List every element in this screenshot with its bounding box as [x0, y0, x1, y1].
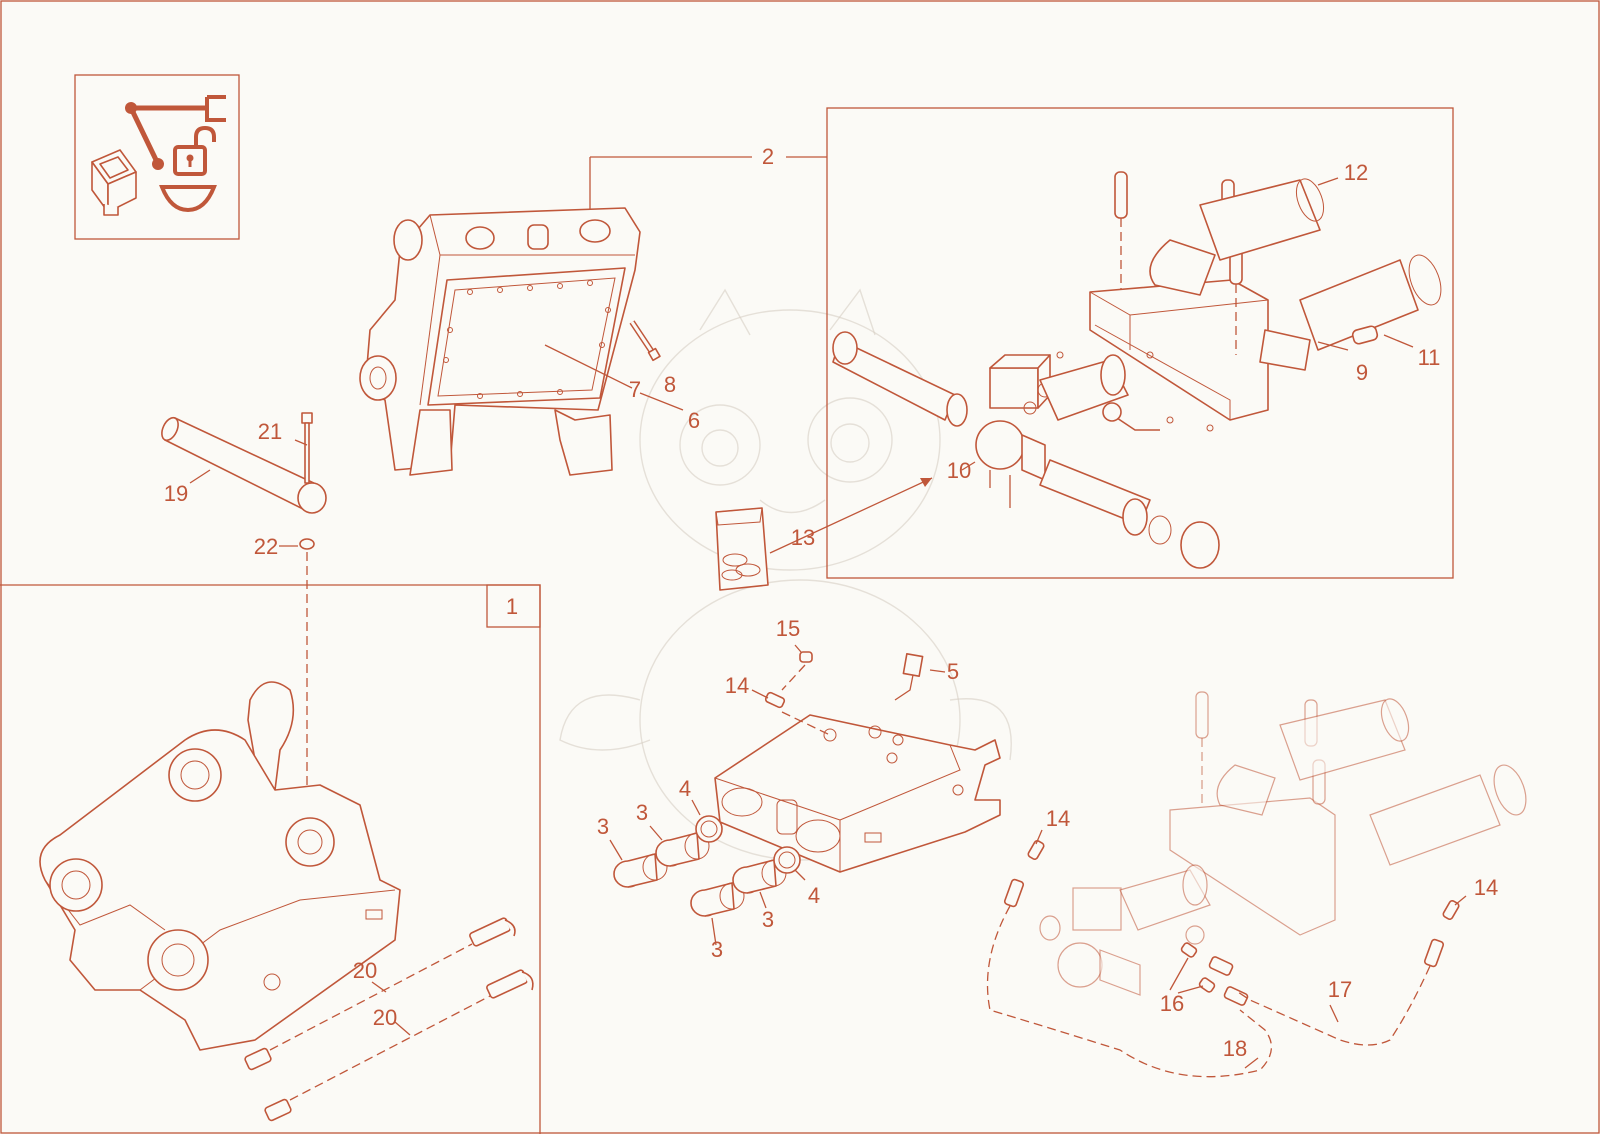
- callout-17: 17: [1328, 977, 1352, 1002]
- leader-3d: [759, 891, 767, 909]
- fitting-axis-14a: [781, 664, 806, 691]
- fitting-parts-16: [1180, 942, 1249, 1006]
- leader-10: [961, 461, 976, 471]
- leader-14b: [1035, 829, 1043, 845]
- hose-part-20-a: [244, 917, 516, 1071]
- nut-part-22: [299, 538, 315, 550]
- leader-16a: [1169, 957, 1189, 991]
- callout-11: 11: [1418, 345, 1441, 370]
- leader-9: [1317, 341, 1349, 351]
- leader-3c: [711, 917, 717, 946]
- assembly-1-tag: [486, 584, 541, 628]
- leader-14a: [751, 689, 769, 699]
- callout-3b: 3: [636, 800, 648, 825]
- leader-16b: [1177, 985, 1204, 994]
- callout-20b: 20: [373, 1005, 397, 1030]
- hydraulic-assembly-faded: [1039, 691, 1527, 996]
- bolt-part-21: [301, 412, 313, 484]
- callout-19: 19: [164, 481, 188, 506]
- leader-13-arrow: [769, 477, 933, 554]
- callout-2: 2: [762, 144, 774, 169]
- leader-3a: [609, 839, 623, 861]
- leader-7: [544, 344, 633, 389]
- leader-11: [1383, 334, 1414, 348]
- fitting-part-14-a: [764, 691, 786, 709]
- callout-7: 7: [629, 377, 641, 402]
- seal-kit-bag-part-13: [715, 507, 769, 591]
- assembly-1-label: 1: [506, 594, 518, 619]
- leader-18: [1244, 1057, 1259, 1069]
- leader-4b: [794, 869, 806, 881]
- icon-panel-frame: [74, 74, 240, 240]
- leader-6: [639, 392, 684, 411]
- callout-20a: 20: [353, 958, 377, 983]
- callout-18: 18: [1223, 1036, 1247, 1061]
- fitting-part-14-c: [1423, 900, 1460, 968]
- fitting-axis-14a-2: [781, 711, 831, 736]
- hydraulic-lock-assembly: [832, 171, 1442, 569]
- leader-15: [794, 644, 802, 653]
- bushing-parts: [613, 815, 801, 917]
- leader-5: [929, 669, 946, 673]
- leader-3b: [649, 825, 663, 841]
- hose-part-20-b: [264, 969, 534, 1122]
- cap-part-15: [799, 651, 813, 663]
- bracket-assembly-part: [39, 681, 401, 1051]
- body-block-part: [714, 714, 1001, 873]
- leader-21: [294, 439, 308, 446]
- callout-10: 10: [947, 458, 971, 483]
- pin-part-19: [161, 416, 327, 514]
- arrow-head-13: [920, 478, 932, 487]
- callout-22: 22: [254, 534, 278, 559]
- callout-4a: 4: [679, 776, 691, 801]
- callout-9: 9: [1356, 360, 1368, 385]
- icon-panel: [74, 74, 240, 240]
- hose-line-17: [1234, 965, 1431, 1046]
- callout-4b: 4: [808, 883, 820, 908]
- callout-6: 6: [688, 408, 700, 433]
- callout-5: 5: [947, 659, 959, 684]
- callout-14c: 14: [1474, 875, 1498, 900]
- leader-19: [189, 469, 211, 484]
- callout-3a: 3: [597, 814, 609, 839]
- callout-15: 15: [776, 616, 800, 641]
- coupler-frame-part: [359, 207, 641, 476]
- sensor-part-5: [894, 652, 924, 701]
- fitting-part-14-b: [1003, 840, 1045, 908]
- leader-17: [1329, 1004, 1339, 1023]
- callout-16: 16: [1160, 991, 1184, 1016]
- callout-21: 21: [258, 419, 282, 444]
- callout-3c: 3: [711, 937, 723, 962]
- callout-3d: 3: [762, 907, 774, 932]
- callout-13: 13: [791, 525, 815, 550]
- watermark-mascot: [559, 288, 1012, 861]
- unlocked-padlock-icon: [173, 125, 216, 176]
- bolt-part-8: [629, 320, 661, 362]
- leader-14c: [1454, 895, 1467, 906]
- assembly-2-detail-box: [826, 107, 1454, 579]
- callout-8: 8: [664, 372, 676, 397]
- leader-12: [1317, 177, 1339, 186]
- callout-14a: 14: [725, 673, 749, 698]
- callout-12: 12: [1344, 160, 1368, 185]
- hose-line-18: [986, 905, 1272, 1078]
- leader-20b: [394, 1021, 411, 1036]
- leader-20a: [371, 981, 387, 993]
- callout-14b: 14: [1046, 806, 1070, 831]
- lever-linkage-icon: [125, 95, 226, 213]
- rocker-switch-icon: [91, 149, 137, 216]
- leader-4a: [691, 799, 701, 816]
